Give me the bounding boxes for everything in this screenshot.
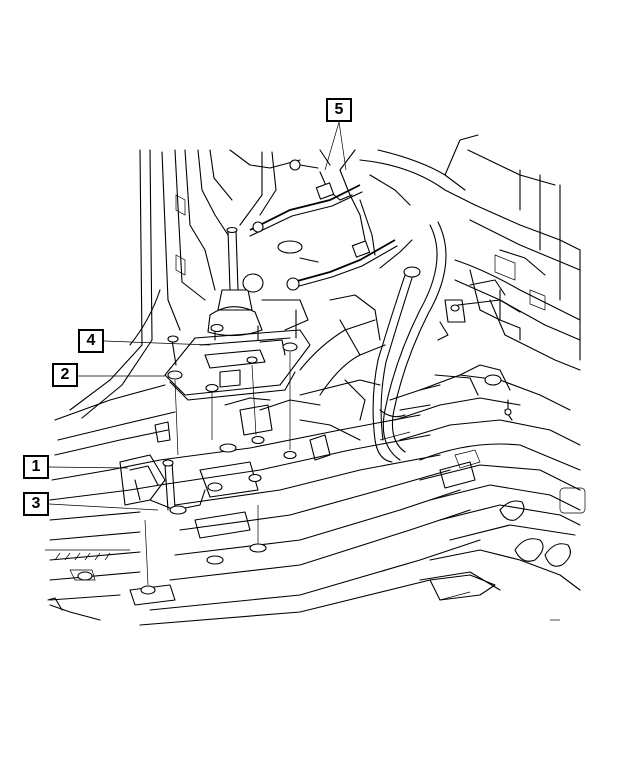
seat-bracket — [437, 279, 521, 341]
cable-loop — [372, 221, 447, 463]
floor-brackets — [119, 404, 331, 606]
callout-3: 3 — [23, 492, 49, 516]
shift-cables — [249, 149, 413, 291]
upper-body-structure — [229, 134, 581, 371]
callout-leaders — [48, 121, 347, 511]
callout-5: 5 — [326, 98, 352, 122]
floor-pan — [45, 294, 481, 626]
callout-2: 2 — [52, 363, 78, 387]
callout-4: 4 — [78, 329, 104, 353]
shifter-base-plate — [164, 309, 311, 401]
assembly-leader-lines — [144, 352, 291, 586]
left-body-structure — [69, 149, 233, 419]
right-floor-area — [379, 364, 586, 621]
callout-1: 1 — [23, 455, 49, 479]
